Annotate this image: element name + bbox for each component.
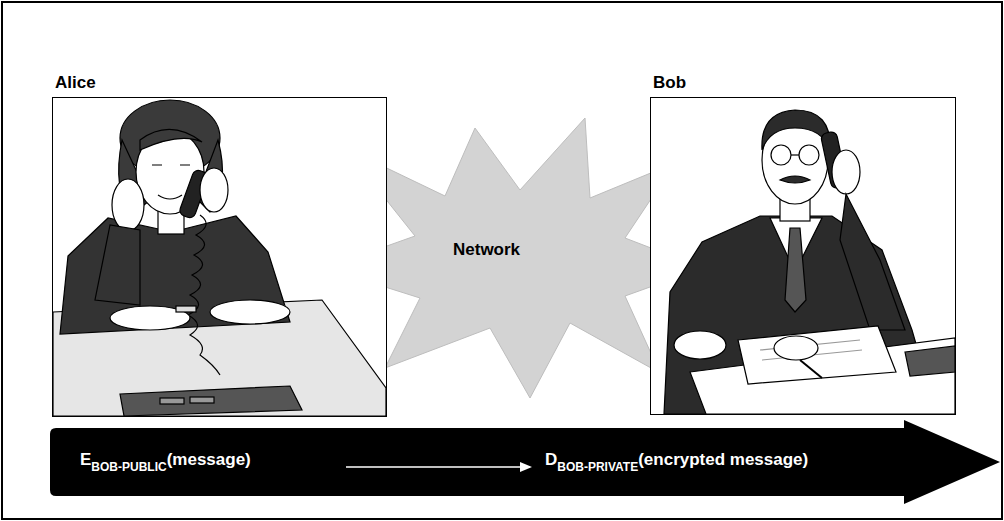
person-box: Bob <box>650 97 956 415</box>
flow-arrow-band: EBOB-PUBLIC(message) DBOB-PRIVATE(encrypt… <box>50 420 1002 504</box>
formula-part: D <box>545 450 557 469</box>
box-heading: Alice <box>55 73 96 93</box>
network-label: Network <box>453 240 520 260</box>
key-subscript: BOB-PUBLIC <box>91 460 166 474</box>
formula-part: (message) <box>167 450 251 469</box>
box-heading: Bob <box>653 73 686 93</box>
person-box: Alice <box>52 97 387 417</box>
formula-text: DBOB-PRIVATE(encrypted message) <box>545 450 808 470</box>
formula-part: E <box>80 450 91 469</box>
key-subscript: BOB-PRIVATE <box>557 460 638 474</box>
formula-text: EBOB-PUBLIC(message) <box>80 450 251 470</box>
formula-part: (encrypted message) <box>638 450 808 469</box>
